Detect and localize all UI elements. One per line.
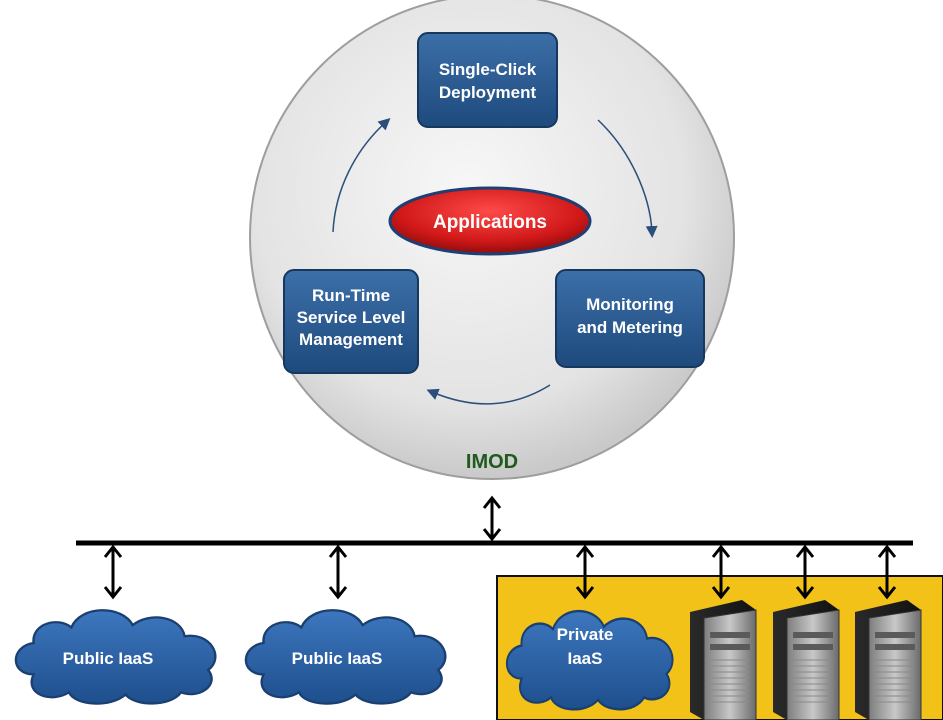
monitoring-and-metering-box: Monitoring and Metering <box>555 269 705 368</box>
applications-ellipse: Applications <box>388 186 592 256</box>
cloud-label: Public IaaS <box>63 649 154 668</box>
connector-private <box>575 544 595 600</box>
box-label-line: Single-Click <box>439 60 537 79</box>
bus-connectors <box>103 495 897 600</box>
box-label-line: Management <box>299 330 403 349</box>
applications-label: Applications <box>433 212 547 233</box>
private-iaas-cloud: Private IaaS <box>505 609 674 711</box>
connector-server2 <box>795 544 815 600</box>
server-icon <box>773 600 840 720</box>
run-time-service-level-management-box: Run-Time Service Level Management <box>283 269 419 374</box>
cloud-label: Private <box>557 625 614 644</box>
box-label-line: Service Level <box>297 308 406 327</box>
connector-public1 <box>103 544 123 600</box>
connector-server3 <box>877 544 897 600</box>
cloud-label: IaaS <box>568 649 603 668</box>
single-click-deployment-box: Single-Click Deployment <box>417 32 558 128</box>
box-label-line: and Metering <box>577 318 683 337</box>
connector-public2 <box>328 544 348 600</box>
arrow-monitor-to-runtime <box>426 384 551 405</box>
connector-server1 <box>711 544 731 600</box>
box-label-line: Run-Time <box>312 286 390 305</box>
arrow-runtime-to-deploy <box>332 117 391 233</box>
connector-imod-bus <box>482 495 502 542</box>
server-icon <box>855 600 922 720</box>
public-iaas-cloud-1: Public IaaS <box>14 609 217 705</box>
public-iaas-cloud-2: Public IaaS <box>244 609 447 705</box>
imod-label: IMOD <box>466 451 518 473</box>
server-icon <box>690 600 757 720</box>
arrow-deploy-to-monitor <box>597 119 658 238</box>
box-label-line: Deployment <box>439 83 537 102</box>
box-label-line: Monitoring <box>586 295 674 314</box>
cloud-label: Public IaaS <box>292 649 383 668</box>
cycle-arrows <box>332 117 658 405</box>
